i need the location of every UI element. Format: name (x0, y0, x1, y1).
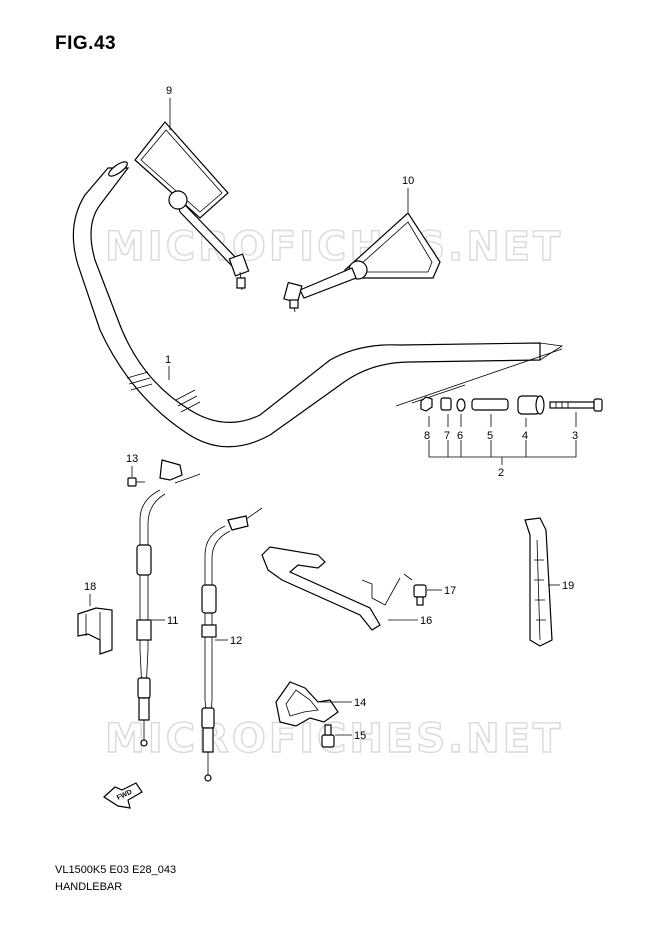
callout-6: 6 (457, 430, 463, 442)
bolt-13[interactable] (127, 466, 145, 487)
return-cable[interactable] (201, 507, 263, 782)
watermark-top: MICROFICHES.NET (105, 224, 563, 270)
callout-15: 15 (354, 730, 366, 742)
callout-9: 9 (166, 85, 172, 97)
callout-19: 19 (562, 580, 574, 592)
callout-17: 17 (444, 585, 456, 597)
figure-title: FIG.43 (55, 33, 117, 54)
callout-7: 7 (444, 430, 450, 442)
callout-5: 5 (487, 430, 493, 442)
bolt-15[interactable] (321, 724, 335, 748)
callout-18: 18 (84, 581, 96, 593)
callout-3: 3 (572, 430, 578, 442)
mirror-left[interactable] (134, 121, 250, 291)
callout-12: 12 (230, 635, 242, 647)
callout-1: 1 (165, 354, 171, 366)
wire-guide[interactable] (261, 546, 413, 631)
fwd-arrow-icon: FWD (103, 782, 143, 809)
cable-clamp[interactable] (77, 594, 113, 655)
cable-tie[interactable] (524, 517, 553, 647)
model-code: VL1500K5 E03 E28_043 (55, 864, 177, 876)
callout-10: 10 (402, 175, 414, 187)
callout-8: 8 (424, 430, 430, 442)
callout-14: 14 (354, 697, 366, 709)
callout-2: 2 (498, 467, 504, 479)
callout-11: 11 (167, 615, 178, 627)
callout-4: 4 (522, 430, 528, 442)
bar-end-assembly[interactable] (395, 348, 603, 465)
screw-17[interactable] (413, 584, 427, 606)
mirror-right[interactable] (283, 212, 441, 313)
section-name: HANDLEBAR (55, 881, 123, 893)
callout-16: 16 (420, 615, 432, 627)
clamp-14[interactable] (275, 681, 339, 727)
throttle-cable[interactable] (136, 459, 201, 747)
callout-13: 13 (126, 453, 138, 465)
handlebar[interactable] (72, 159, 564, 448)
